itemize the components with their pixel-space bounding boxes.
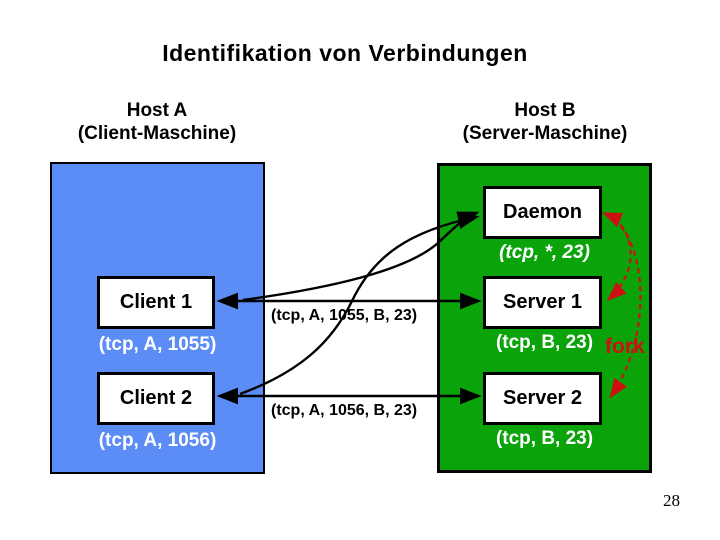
client1-label: Client 1 — [119, 291, 193, 313]
server1-box: Server 1 — [483, 276, 602, 329]
host-b-heading: Host B (Server-Maschine) — [425, 99, 665, 145]
daemon-box: Daemon — [483, 186, 602, 239]
daemon-label: Daemon — [503, 201, 582, 223]
client1-socket-label: (tcp, A, 1055) — [98, 334, 217, 355]
host-a-title: Host A — [126, 100, 188, 121]
host-b-subtitle: (Server-Maschine) — [462, 123, 628, 144]
client2-socket-label: (tcp, A, 1056) — [98, 430, 217, 451]
server1-socket-label: (tcp, B, 23) — [495, 332, 594, 353]
page-number: 28 — [663, 491, 680, 510]
host-a-heading: Host A (Client-Maschine) — [37, 99, 277, 145]
daemon-socket-label: (tcp, *, 23) — [499, 242, 590, 263]
host-a-subtitle: (Client-Maschine) — [77, 123, 237, 144]
connection2-label: (tcp, A, 1056, B, 23) — [271, 402, 418, 419]
server2-box: Server 2 — [483, 372, 602, 425]
client1-box: Client 1 — [97, 276, 215, 329]
client2-box: Client 2 — [97, 372, 215, 425]
connection1-label: (tcp, A, 1055, B, 23) — [271, 307, 418, 324]
host-b-title: Host B — [514, 100, 576, 121]
page-title: Identifikation von Verbindungen — [162, 40, 528, 66]
server2-socket-label: (tcp, B, 23) — [495, 428, 594, 449]
client2-label: Client 2 — [119, 387, 193, 409]
server2-label: Server 2 — [503, 387, 582, 409]
server1-label: Server 1 — [503, 291, 582, 313]
fork-label: fork — [605, 335, 645, 358]
